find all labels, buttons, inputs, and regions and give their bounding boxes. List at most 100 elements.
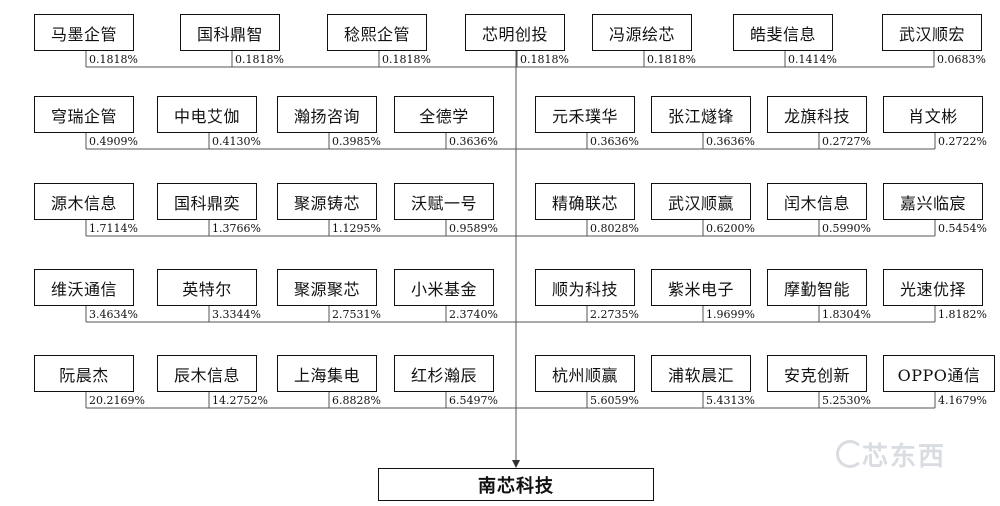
shareholding-percent: 2.2735% — [590, 308, 639, 321]
shareholder-box: 上海集电 — [277, 355, 377, 392]
shareholder-name: 武汉顺赢 — [667, 193, 734, 213]
shareholder-name: 源木信息 — [50, 193, 117, 213]
shareholder-name: 嘉兴临宸 — [899, 193, 966, 213]
shareholding-percent: 1.8304% — [822, 308, 871, 321]
shareholder-box: 精确联芯 — [535, 183, 635, 220]
shareholder-name: 沃赋一号 — [410, 193, 477, 213]
shareholding-percent: 0.3636% — [706, 135, 755, 148]
shareholder-box: 马墨企管 — [34, 14, 134, 51]
shareholder-name: 马墨企管 — [50, 24, 117, 44]
target-company-name: 南芯科技 — [478, 475, 554, 497]
shareholder-name: OPPO通信 — [897, 365, 981, 385]
shareholder-name: 紫米电子 — [667, 279, 734, 299]
shareholder-name: 穹瑞企管 — [50, 106, 117, 126]
shareholder-box: 浦软晨汇 — [651, 355, 751, 392]
shareholder-name: 小米基金 — [410, 279, 477, 299]
shareholding-percent: 6.8828% — [332, 394, 381, 407]
shareholding-percent: 0.2722% — [938, 135, 987, 148]
shareholder-name: 维沃通信 — [50, 279, 117, 299]
shareholder-name: 瀚扬咨询 — [293, 106, 360, 126]
shareholder-box: 源木信息 — [34, 183, 134, 220]
watermark-logo: 芯东西 — [836, 436, 946, 473]
target-company-box: 南芯科技 — [378, 468, 654, 501]
arrow-head-icon — [512, 460, 520, 468]
shareholder-name: 全德学 — [419, 106, 469, 126]
signal-arc-icon — [836, 440, 864, 468]
shareholder-box: 嘉兴临宸 — [883, 183, 983, 220]
shareholder-name: 红杉瀚辰 — [410, 365, 477, 385]
shareholder-name: 精确联芯 — [551, 193, 618, 213]
shareholder-box: 红杉瀚辰 — [394, 355, 494, 392]
shareholder-name: 辰木信息 — [173, 365, 240, 385]
shareholder-box: 辰木信息 — [157, 355, 257, 392]
shareholding-percent: 0.1818% — [647, 53, 696, 66]
shareholding-percent: 1.7114% — [89, 222, 138, 235]
shareholder-box: 冯源绘芯 — [592, 14, 692, 51]
shareholding-percent: 3.4634% — [89, 308, 138, 321]
shareholder-name: 武汉顺宏 — [898, 24, 965, 44]
shareholding-percent: 14.2752% — [212, 394, 268, 407]
shareholder-box: 国科鼎奕 — [157, 183, 257, 220]
shareholder-name: 龙旗科技 — [783, 106, 850, 126]
shareholder-name: 摩勤智能 — [783, 279, 850, 299]
shareholder-box: 小米基金 — [394, 269, 494, 306]
shareholding-percent: 0.4130% — [212, 135, 261, 148]
shareholder-box: 紫米电子 — [651, 269, 751, 306]
shareholding-percent: 0.1818% — [235, 53, 284, 66]
shareholder-box: 瀚扬咨询 — [277, 96, 377, 133]
shareholder-box: 顺为科技 — [535, 269, 635, 306]
shareholder-name: 张江燧锋 — [667, 106, 734, 126]
shareholder-box: 张江燧锋 — [651, 96, 751, 133]
shareholder-name: 阮晨杰 — [59, 365, 109, 385]
shareholder-box: 中电艾伽 — [157, 96, 257, 133]
shareholder-box: 沃赋一号 — [394, 183, 494, 220]
shareholder-name: 安克创新 — [783, 365, 850, 385]
shareholding-percent: 20.2169% — [89, 394, 145, 407]
shareholder-name: 顺为科技 — [551, 279, 618, 299]
shareholding-percent: 0.2727% — [822, 135, 871, 148]
shareholding-percent: 0.4909% — [89, 135, 138, 148]
shareholder-box: 光速优择 — [883, 269, 983, 306]
shareholder-box: 全德学 — [394, 96, 494, 133]
shareholder-box: 国科鼎智 — [180, 14, 280, 51]
shareholding-percent: 6.5497% — [449, 394, 498, 407]
shareholder-box: 元禾璞华 — [535, 96, 635, 133]
shareholder-box: 摩勤智能 — [767, 269, 867, 306]
shareholding-percent: 0.6200% — [706, 222, 755, 235]
shareholder-box: 武汉顺宏 — [882, 14, 982, 51]
shareholder-name: 浦软晨汇 — [667, 365, 734, 385]
shareholder-box: 芯明创投 — [465, 14, 565, 51]
shareholding-percent: 0.3636% — [590, 135, 639, 148]
shareholding-percent: 0.1414% — [788, 53, 837, 66]
shareholder-name: 聚源铸芯 — [293, 193, 360, 213]
shareholding-percent: 0.1818% — [520, 53, 569, 66]
shareholder-box: 穹瑞企管 — [34, 96, 134, 133]
shareholding-percent: 5.2530% — [822, 394, 871, 407]
shareholder-box: 英特尔 — [157, 269, 257, 306]
shareholding-percent: 0.5990% — [822, 222, 871, 235]
shareholder-name: 国科鼎智 — [196, 24, 263, 44]
shareholder-box: 安克创新 — [767, 355, 867, 392]
shareholding-percent: 5.6059% — [590, 394, 639, 407]
shareholder-box: 龙旗科技 — [767, 96, 867, 133]
shareholder-name: 冯源绘芯 — [608, 24, 675, 44]
shareholder-box: 杭州顺赢 — [535, 355, 635, 392]
shareholding-percent: 1.9699% — [706, 308, 755, 321]
shareholding-percent: 0.5454% — [938, 222, 987, 235]
shareholder-name: 聚源聚芯 — [293, 279, 360, 299]
shareholding-percent: 1.1295% — [332, 222, 381, 235]
shareholder-name: 元禾璞华 — [551, 106, 618, 126]
shareholding-percent: 0.1818% — [89, 53, 138, 66]
shareholding-percent: 1.3766% — [212, 222, 261, 235]
shareholder-name: 芯明创投 — [481, 24, 548, 44]
shareholder-name: 中电艾伽 — [173, 106, 240, 126]
shareholding-percent: 0.3985% — [332, 135, 381, 148]
shareholder-box: 闰木信息 — [767, 183, 867, 220]
shareholder-box: OPPO通信 — [883, 355, 995, 392]
shareholding-percent: 0.0683% — [937, 53, 986, 66]
shareholding-percent: 0.8028% — [590, 222, 639, 235]
shareholder-name: 稔熙企管 — [343, 24, 410, 44]
shareholder-box: 聚源铸芯 — [277, 183, 377, 220]
